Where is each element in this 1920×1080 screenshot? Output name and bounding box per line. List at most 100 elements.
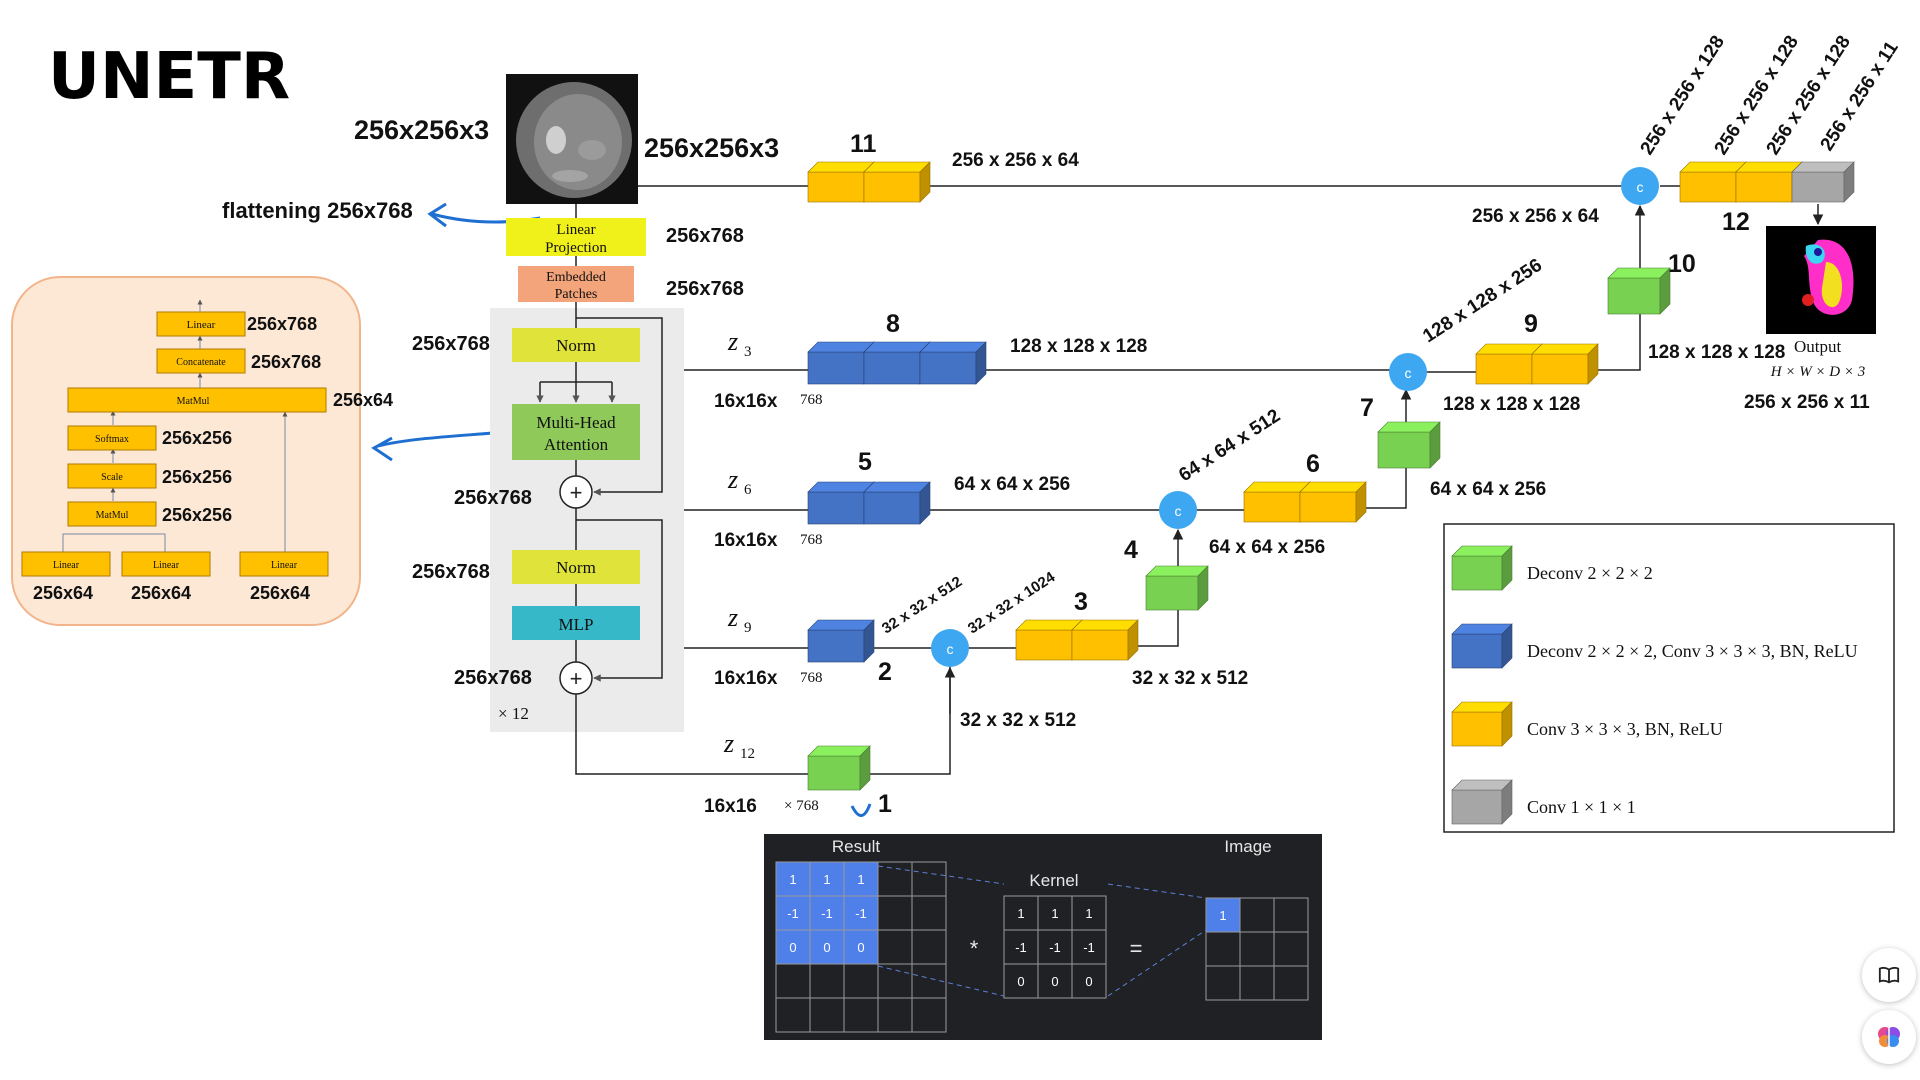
dim-7: 64 x 64 x 256: [1430, 479, 1546, 500]
block-num-9: 9: [1524, 310, 1538, 338]
linear-projection-box: Linear Projection: [506, 218, 646, 256]
svg-text:Concatenate: Concatenate: [176, 357, 226, 368]
svg-text:12: 12: [740, 746, 755, 762]
block-num-8: 8: [886, 310, 900, 338]
svg-text:-1: -1: [821, 906, 833, 921]
block-num-3: 3: [1074, 588, 1088, 616]
block-6-cube-b: [1299, 481, 1367, 523]
svg-text:Patches: Patches: [555, 287, 598, 302]
output-formula: H × W × D × 3: [1770, 364, 1866, 380]
flatten-label: flattening 256x768: [222, 198, 413, 223]
block-1-deconv: [807, 745, 871, 791]
attn-matmul-top: MatMul: [67, 387, 327, 413]
conv-star: *: [970, 936, 979, 961]
svg-text:Multi-Head: Multi-Head: [536, 413, 616, 432]
svg-text:1: 1: [1219, 908, 1226, 923]
repeat-count: × 12: [498, 704, 529, 723]
block-2-cube: [807, 619, 875, 663]
norm1-dim: 256x768: [412, 333, 490, 355]
legend-label-3: Conv 3 × 3 × 3, BN, ReLU: [1527, 719, 1723, 739]
svg-text:+: +: [570, 666, 583, 691]
svg-text:Linear: Linear: [271, 560, 298, 571]
attn-linear-top: Linear: [156, 311, 246, 337]
block-5-cube-b: [863, 481, 931, 525]
dim-6: 64 x 64 x 256: [1209, 537, 1325, 558]
svg-text:Attention: Attention: [544, 435, 609, 454]
ai-assistant-button[interactable]: [1862, 1010, 1916, 1064]
attn-concatenate: Concatenate: [156, 348, 246, 374]
norm2-dim: 256x768: [412, 561, 490, 583]
block-num-5: 5: [858, 448, 872, 476]
linear-projection-dim: 256x768: [666, 225, 744, 247]
svg-text:Linear: Linear: [153, 560, 180, 571]
block-9-cube-b: [1531, 343, 1599, 385]
block-num-7: 7: [1360, 394, 1374, 422]
block-11-cube-b: [863, 161, 931, 203]
svg-text:z: z: [727, 327, 738, 356]
dim-11: 256 x 256 x 64: [952, 150, 1079, 171]
brain-icon: [1878, 1027, 1900, 1047]
attn-scale-dim: 256x256: [162, 467, 232, 487]
book-button[interactable]: [1862, 948, 1916, 1002]
legend-label-2: Deconv 2 × 2 × 2, Conv 3 × 3 × 3, BN, Re…: [1527, 641, 1858, 661]
transformer-encoder: Norm Multi-Head Attention + Norm MLP: [490, 302, 684, 732]
svg-text:c: c: [1405, 365, 1412, 381]
svg-text:Projection: Projection: [545, 240, 607, 256]
concat-node-4: c: [931, 629, 969, 667]
z12-tokens: 16x16: [704, 796, 757, 817]
svg-text:-1: -1: [1015, 940, 1027, 955]
dim-8: 128 x 128 x 128: [1010, 336, 1147, 357]
svg-text:MLP: MLP: [559, 615, 594, 634]
svg-text:0: 0: [857, 940, 864, 955]
legend-swatch-1: [1451, 545, 1513, 591]
z6-label: z 6: [727, 465, 752, 498]
norm-2: Norm: [512, 550, 640, 584]
attn-softmax: Softmax: [67, 425, 157, 451]
z9-embed: 768: [800, 670, 823, 686]
dim-6-rot: 64 x 64 x 512: [1175, 405, 1284, 486]
svg-text:Scale: Scale: [101, 472, 123, 483]
svg-text:-1: -1: [1083, 940, 1095, 955]
conv-image-grid: 1: [1205, 897, 1309, 1001]
svg-text:1: 1: [857, 872, 864, 887]
conv-kernel-label: Kernel: [1029, 871, 1078, 890]
block-num-1: 1: [878, 790, 892, 818]
svg-text:Norm: Norm: [556, 336, 596, 355]
mlp: MLP: [512, 606, 640, 640]
block-7-deconv: [1377, 421, 1441, 469]
svg-text:1: 1: [823, 872, 830, 887]
attn-linear-2-dim: 256x64: [131, 583, 191, 603]
svg-text:z: z: [723, 729, 734, 758]
dim-10: 128 x 128 x 128: [1648, 342, 1785, 363]
embedded-patches-dim: 256x768: [666, 278, 744, 300]
block-num-4: 4: [1124, 536, 1138, 564]
svg-text:9: 9: [744, 620, 752, 636]
concat-node-3: c: [1159, 491, 1197, 529]
svg-text:Linear: Linear: [53, 560, 80, 571]
attn-softmax-dim: 256x256: [162, 428, 232, 448]
svg-text:c: c: [947, 641, 954, 657]
legend-label-4: Conv 1 × 1 × 1: [1527, 797, 1636, 817]
svg-text:0: 0: [1051, 974, 1058, 989]
dim-concat1-in: 256 x 256 x 64: [1472, 206, 1599, 227]
dim-2-rot: 32 x 32 x 512: [879, 573, 965, 637]
block-3-cube-b: [1071, 619, 1139, 661]
z9-label: z 9: [727, 603, 752, 636]
svg-text:6: 6: [744, 482, 752, 498]
z12-label: z 12: [723, 729, 755, 762]
z3-label: z 3: [727, 327, 752, 360]
attn-linear-3-dim: 256x64: [250, 583, 310, 603]
svg-text:c: c: [1637, 179, 1644, 195]
legend-swatch-2: [1451, 623, 1513, 669]
svg-text:Embedded: Embedded: [546, 270, 606, 285]
z6-embed: 768: [800, 532, 823, 548]
legend-swatch-3: [1451, 701, 1513, 747]
legend-swatch-4: [1451, 779, 1513, 825]
add-1: +: [559, 475, 593, 509]
attn-scale: Scale: [67, 463, 157, 489]
output-label: Output: [1794, 337, 1842, 356]
attention-callout-arrow: [377, 430, 506, 448]
attention-detail-panel: Linear 256x768 Concatenate 256x768 MatMu…: [11, 276, 393, 626]
